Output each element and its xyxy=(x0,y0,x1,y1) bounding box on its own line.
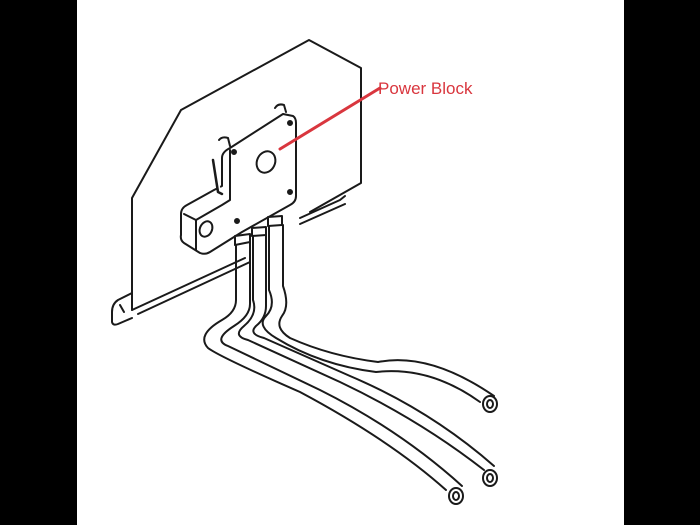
callout-leader-line xyxy=(278,86,382,151)
tube-ends xyxy=(448,395,498,505)
tube-1 xyxy=(203,241,463,491)
tube-2 xyxy=(237,234,495,471)
callout-label-power-block: Power Block xyxy=(378,79,473,98)
drawing-canvas xyxy=(77,0,624,525)
bracket-foot xyxy=(111,292,133,326)
tube-3 xyxy=(261,224,495,403)
mounting-plate xyxy=(131,39,362,311)
plate-rail xyxy=(131,195,346,315)
power-block xyxy=(179,103,297,255)
